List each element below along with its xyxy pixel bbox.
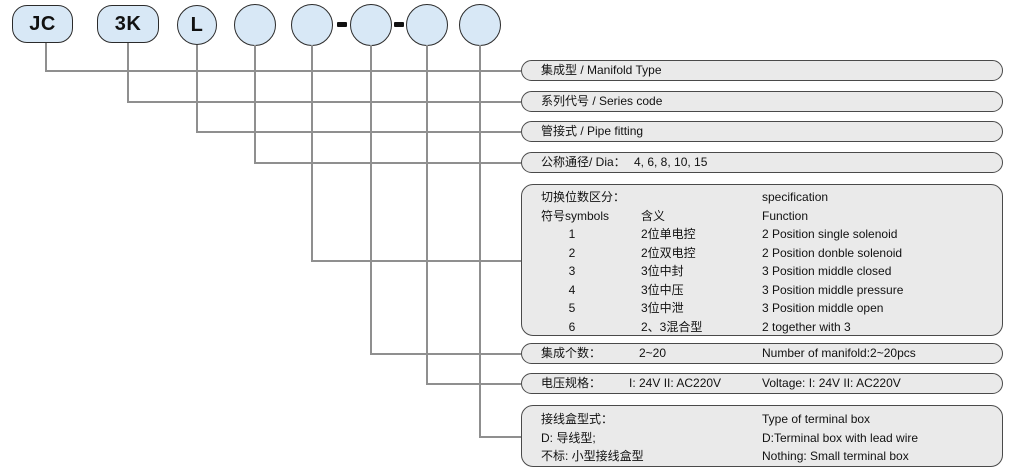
code-bubble-label: JC <box>29 12 56 35</box>
code-bubble-label: L <box>190 13 204 36</box>
row-pipe-fitting: 管接式 / Pipe fitting <box>521 121 1003 142</box>
row-manifold-type-label: 集成型 / Manifold Type <box>541 63 662 77</box>
row-manifold-count: 集成个数： 2~20 Number of manifold:2~20pcs <box>521 343 1003 364</box>
connector-line <box>45 70 521 72</box>
symbol-cell: 3 <box>568 264 576 278</box>
row-diameter: 公称通径/ Dia： 4, 6, 8, 10, 15 <box>521 152 1003 173</box>
spec-row-2: 2 2位双电控 2 Position donble solenoid <box>522 244 1002 263</box>
connector-line <box>370 353 521 355</box>
row-voltage: 电压规格： I: 24V II: AC220V Voltage: I: 24V … <box>521 373 1003 394</box>
row-manifold-count-en: Number of manifold:2~20pcs <box>762 346 916 360</box>
connector-line <box>196 45 198 133</box>
row-voltage-label: 电压规格： <box>541 376 602 390</box>
code-bubble-terminal <box>459 4 501 46</box>
code-bubble-position <box>291 4 333 46</box>
spec-title-en: specification <box>762 190 829 204</box>
function-cell: 3 Position middle pressure <box>762 282 904 297</box>
connector-line <box>311 45 313 262</box>
code-bubble-diameter <box>234 4 276 46</box>
connector-line <box>45 43 47 72</box>
spec-row-6: 6 2、3混合型 2 together with 3 <box>522 318 1002 337</box>
connector-line <box>479 45 481 438</box>
row-diameter-label: 公称通径/ Dia： <box>541 155 626 169</box>
function-cell: 3 Position middle open <box>762 301 884 315</box>
col-symbol-header: 符号symbols <box>541 208 610 223</box>
terminal-box-type-box: 接线盒型式： Type of terminal box D: 导线型; D:Te… <box>521 405 1003 467</box>
meaning-cell: 3位中泄 <box>641 301 684 315</box>
spec-title-row: 切换位数区分： specification <box>522 188 1002 207</box>
connector-line <box>311 260 521 262</box>
spec-title-zh: 切换位数区分： <box>541 190 626 204</box>
spec-row-4: 4 3位中压 3 Position middle pressure <box>522 281 1002 300</box>
connector-line <box>426 383 521 385</box>
col-function-header: Function <box>762 208 809 223</box>
terminal-line-1: 接线盒型式： Type of terminal box <box>522 410 1002 429</box>
function-cell: 2 together with 3 <box>762 319 851 334</box>
connector-line <box>127 101 521 103</box>
meaning-cell: 3位中压 <box>641 282 684 297</box>
symbol-cell: 1 <box>568 227 576 241</box>
terminal-line-2: D: 导线型; D:Terminal box with lead wire <box>522 429 1002 448</box>
dash-separator <box>337 22 347 27</box>
connector-line <box>254 162 521 164</box>
row-manifold-count-label: 集成个数： <box>541 346 602 360</box>
terminal-nothing-en: Nothing: Small terminal box <box>762 449 909 463</box>
symbol-cell: 2 <box>568 245 576 260</box>
connector-line <box>196 131 521 133</box>
function-cell: 3 Position middle closed <box>762 264 892 278</box>
meaning-cell: 3位中封 <box>641 264 684 278</box>
row-diameter-value: 4, 6, 8, 10, 15 <box>634 155 708 169</box>
symbol-cell: 4 <box>568 282 576 297</box>
connector-line <box>254 45 256 164</box>
connector-line <box>127 43 129 103</box>
spec-row-1: 1 2位单电控 2 Position single solenoid <box>522 225 1002 244</box>
row-manifold-count-value: 2~20 <box>639 346 667 360</box>
meaning-cell: 2位双电控 <box>641 245 696 260</box>
terminal-line-3: 不标: 小型接线盒型 Nothing: Small terminal box <box>522 447 1002 466</box>
function-cell: 2 Position donble solenoid <box>762 245 903 260</box>
code-bubble-voltage <box>406 4 448 46</box>
position-spec-box: 切换位数区分： specification 符号symbols 含义 Funct… <box>521 184 1003 336</box>
meaning-cell: 2位单电控 <box>641 227 696 241</box>
row-pipe-fitting-label: 管接式 / Pipe fitting <box>541 124 644 138</box>
code-bubble-3k: 3K <box>97 5 159 43</box>
row-manifold-type: 集成型 / Manifold Type <box>521 60 1003 81</box>
row-series-code-label: 系列代号 / Series code <box>541 94 663 108</box>
code-bubble-l: L <box>177 5 217 45</box>
terminal-d-zh: D: 导线型; <box>541 430 596 445</box>
code-bubble-label: 3K <box>114 12 142 35</box>
row-voltage-en: Voltage: I: 24V II: AC220V <box>762 376 901 390</box>
symbol-cell: 5 <box>568 301 576 315</box>
terminal-d-en: D:Terminal box with lead wire <box>762 430 919 445</box>
spec-header-row: 符号symbols 含义 Function <box>522 207 1002 226</box>
terminal-title-zh: 接线盒型式： <box>541 412 614 426</box>
row-voltage-value: I: 24V II: AC220V <box>629 376 722 390</box>
dash-separator <box>394 22 404 27</box>
connector-line <box>426 45 428 385</box>
code-bubble-count <box>350 4 392 46</box>
terminal-nothing-zh: 不标: 小型接线盒型 <box>541 449 644 463</box>
row-series-code: 系列代号 / Series code <box>521 91 1003 112</box>
connector-line <box>370 45 372 355</box>
symbol-cell: 6 <box>568 319 576 334</box>
function-cell: 2 Position single solenoid <box>762 227 898 241</box>
code-bubble-jc: JC <box>12 5 73 43</box>
col-meaning-header: 含义 <box>641 208 666 223</box>
connector-line <box>479 436 521 438</box>
terminal-title-en: Type of terminal box <box>762 412 871 426</box>
spec-row-3: 3 3位中封 3 Position middle closed <box>522 262 1002 281</box>
spec-row-5: 5 3位中泄 3 Position middle open <box>522 299 1002 318</box>
meaning-cell: 2、3混合型 <box>641 319 703 334</box>
